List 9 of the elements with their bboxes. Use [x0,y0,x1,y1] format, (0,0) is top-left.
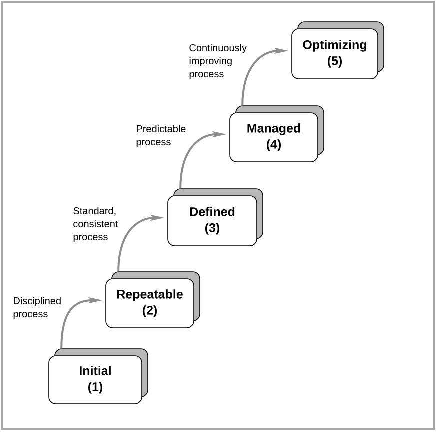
stacked-box: Optimizing (5) [292,22,384,80]
stacked-box: Defined (3) [168,188,264,246]
stacked-box: Repeatable (2) [106,272,200,328]
stacked-box: Managed (4) [230,106,324,162]
edge-label: Predictable process [136,125,186,148]
edge-label: Disciplined process [14,297,61,320]
edge-label: Continuously improving process [190,44,247,80]
stacked-box: Initial (1) [48,348,148,404]
edge-label: Standard, consistent process [74,207,118,242]
